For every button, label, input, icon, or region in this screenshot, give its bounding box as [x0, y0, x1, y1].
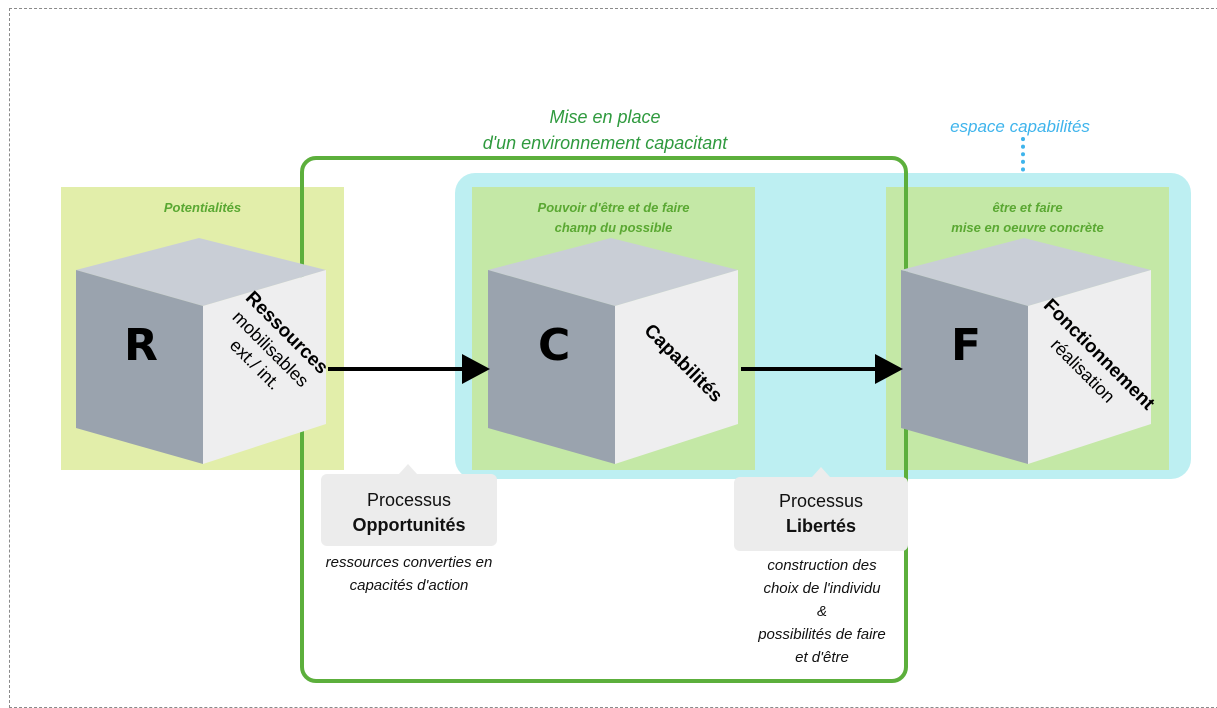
arrow-c-to-f	[741, 354, 903, 384]
bubble-tail	[812, 467, 830, 477]
process-libertes-bubble: Processus Libertés	[734, 467, 908, 551]
cube-fonctionnement	[901, 238, 1151, 464]
cube-letter-c: C	[538, 320, 571, 371]
bubble-tail	[399, 464, 417, 474]
opportunites-notes: ressources converties en capacités d'act…	[300, 551, 518, 597]
pouvoir-label: Pouvoir d'être et de faire champ du poss…	[472, 198, 755, 238]
libertes-note-line: et d'être	[795, 649, 849, 666]
cube-right-face	[615, 270, 738, 464]
process-opportunites-line2: Opportunités	[352, 515, 466, 535]
cube-letter-f: F	[951, 320, 982, 371]
arrow-r-to-c	[328, 354, 490, 384]
potentialites-label: Potentialités	[61, 198, 344, 218]
opportunites-note-line: ressources converties en	[325, 554, 493, 571]
cube-left-face	[76, 270, 203, 464]
process-libertes-line2: Libertés	[785, 516, 857, 536]
cube-letter-r: R	[124, 320, 158, 371]
opportunites-note-line: capacités d'action	[349, 577, 469, 594]
environment-title-line1: Mise en place	[549, 107, 661, 127]
libertes-notes: construction des choix de l'individu & p…	[724, 554, 920, 669]
libertes-note-line: construction des	[767, 557, 877, 574]
libertes-note-line: possibilités de faire	[758, 626, 886, 643]
cube-top-face	[488, 238, 738, 306]
cube-top-face	[901, 238, 1151, 306]
capability-space-connector	[1021, 137, 1025, 177]
process-opportunites-line1: Processus	[366, 490, 452, 510]
potentialites-label-line1: Potentialités	[163, 200, 242, 215]
etre-faire-label: être et faire mise en oeuvre concrète	[886, 198, 1169, 238]
cube-right-face	[203, 270, 326, 464]
process-libertes-line1: Processus	[778, 491, 864, 511]
etre-faire-label-line1: être et faire	[992, 200, 1063, 215]
cube-capabilites	[488, 238, 738, 464]
environment-title-line2: d'un environnement capacitant	[482, 133, 728, 153]
libertes-note-line: choix de l'individu	[763, 580, 881, 597]
cube-left-face	[488, 270, 615, 464]
etre-faire-label-line2: mise en oeuvre concrète	[951, 220, 1104, 235]
environment-title: Mise en place d'un environnement capacit…	[420, 104, 790, 156]
cube-right-face	[1028, 270, 1151, 464]
libertes-note-line: &	[816, 603, 827, 620]
cube-ressources	[76, 238, 326, 464]
pouvoir-label-line2: champ du possible	[554, 220, 673, 235]
cube-top-face	[76, 238, 326, 306]
pouvoir-label-line1: Pouvoir d'être et de faire	[537, 200, 690, 215]
process-opportunites-bubble: Processus Opportunités	[321, 464, 497, 546]
cube-left-face	[901, 270, 1028, 464]
capability-space-title: espace capabilités	[950, 117, 1090, 136]
